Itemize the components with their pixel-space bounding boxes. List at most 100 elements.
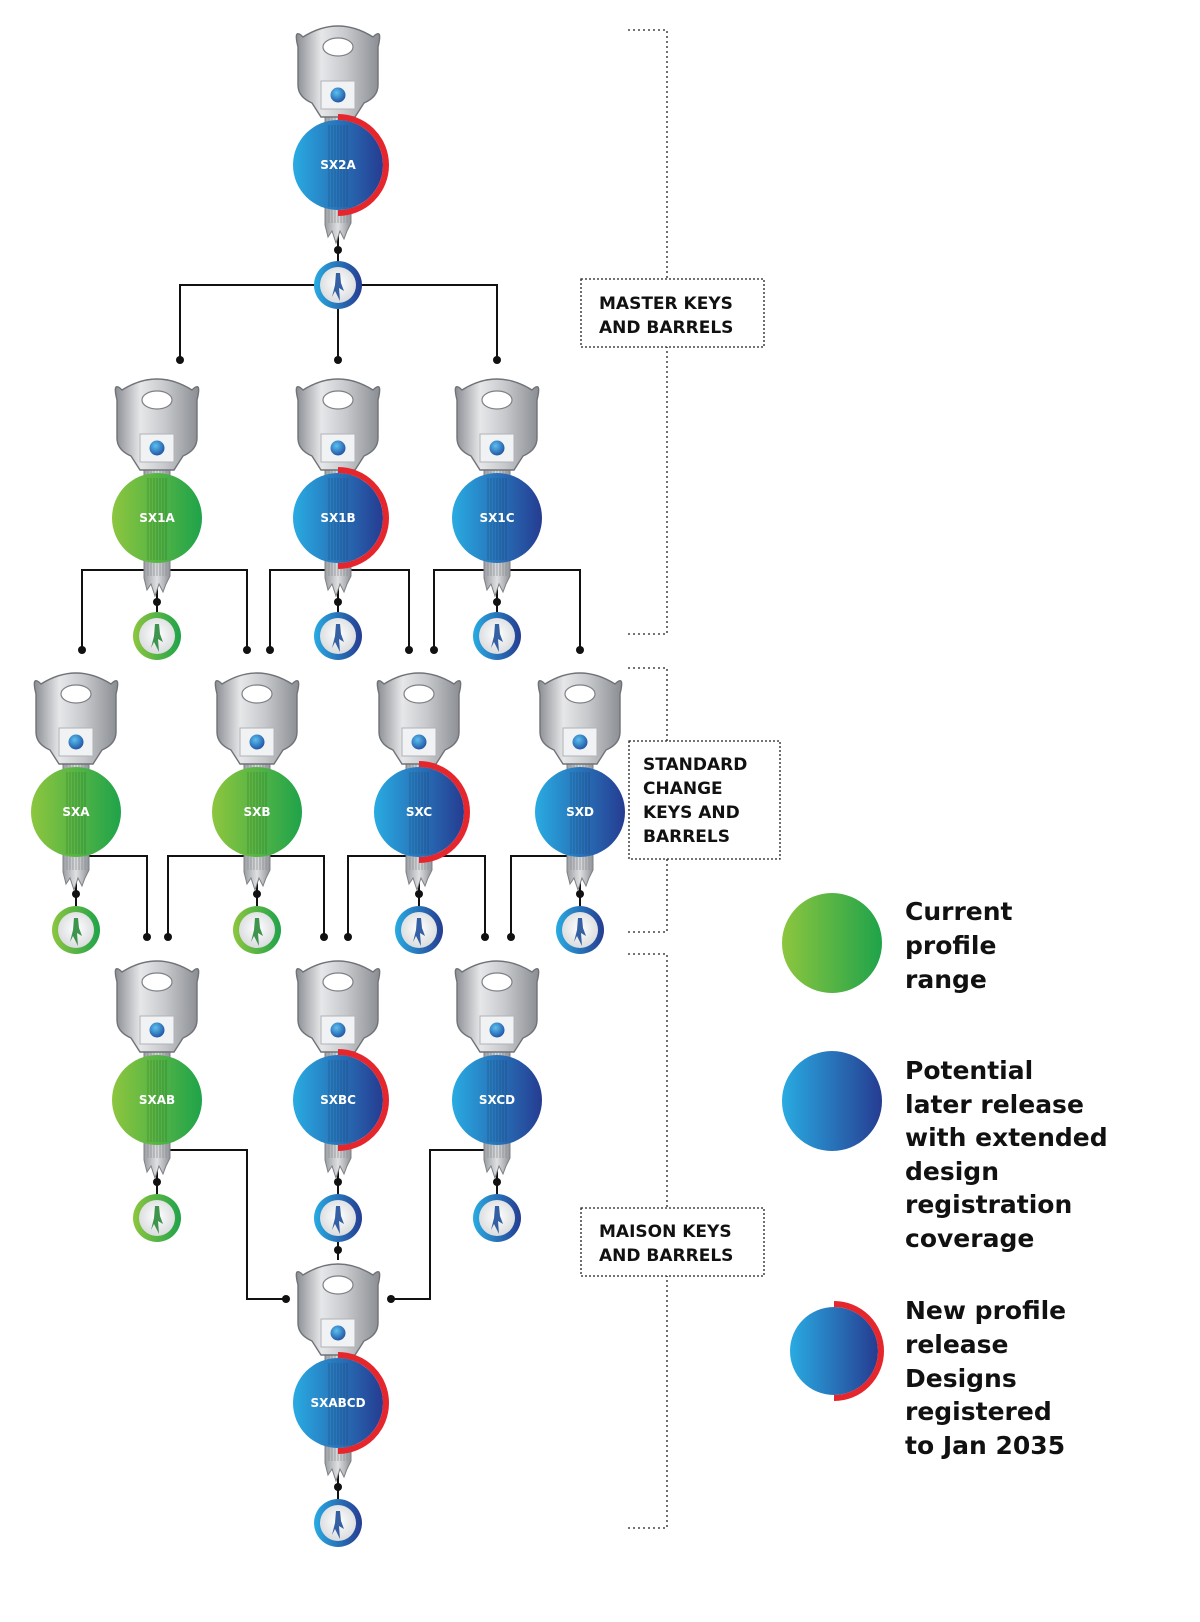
- key-hole: [141, 390, 173, 410]
- standard-label-line-4: BARRELS: [643, 827, 730, 847]
- barrel-sxc: [395, 906, 443, 954]
- key-blue-dot: [572, 734, 588, 750]
- connector-dot: [176, 356, 184, 364]
- key-disc: [293, 1055, 383, 1145]
- barrel-sx1c: [473, 612, 521, 660]
- key-sxabcd: SXABCD: [293, 1263, 389, 1483]
- barrel-sxcd: [473, 1194, 521, 1242]
- key-bow: [454, 960, 540, 1053]
- connector-line: [347, 855, 414, 937]
- key-sxbc: SXBC: [293, 960, 389, 1180]
- key-bow: [537, 672, 623, 765]
- new-profile-red-arc: [337, 467, 389, 569]
- new-profile-red-arc: [418, 761, 470, 863]
- key-sxd: SXD: [535, 672, 625, 892]
- key-sxb: SXB: [212, 672, 302, 892]
- key-sx2a: SX2A: [293, 25, 389, 245]
- key-disc: [293, 473, 383, 563]
- legend-item-potential: Potential later release with extended de…: [782, 1051, 1108, 1253]
- key-blue-dot: [330, 440, 346, 456]
- legend: Current profile range Potential later re…: [782, 893, 1108, 1460]
- keyway-icon: [332, 1511, 344, 1539]
- key-disc: [31, 767, 121, 857]
- key-bow: [114, 378, 200, 471]
- barrel-sxabcd: [314, 1499, 362, 1547]
- key-hole: [481, 390, 513, 410]
- key-hole: [403, 684, 435, 704]
- connector-dot: [143, 933, 151, 941]
- master-label-line-2: AND BARRELS: [599, 318, 733, 338]
- connector-dot: [493, 356, 501, 364]
- legend-current-line-3: range: [905, 965, 987, 994]
- key-label: SX2A: [320, 158, 356, 172]
- key-hole: [322, 972, 354, 992]
- key-bow: [376, 672, 462, 765]
- key-blue-dot: [489, 440, 505, 456]
- keyway-icon: [332, 624, 344, 652]
- connector-line: [343, 569, 410, 650]
- key-disc: [452, 473, 542, 563]
- key-hole: [481, 972, 513, 992]
- key-label: SXAB: [139, 1093, 175, 1107]
- legend-item-current: Current profile range: [782, 893, 1013, 994]
- new-profile-red-arc: [337, 1352, 389, 1454]
- connector-dot: [266, 646, 274, 654]
- barrel-sxd: [556, 906, 604, 954]
- legend-blue-swatch: [782, 1051, 882, 1151]
- key-disc: [112, 1055, 202, 1145]
- key-hole: [141, 972, 173, 992]
- connector-dot: [430, 646, 438, 654]
- key-bow: [295, 25, 381, 118]
- legend-potential-line-6: coverage: [905, 1224, 1034, 1253]
- key-disc: [452, 1055, 542, 1145]
- legend-green-swatch: [782, 893, 882, 993]
- legend-new-line-4: registered: [905, 1397, 1052, 1426]
- new-profile-red-arc: [337, 114, 389, 216]
- barrel-sxb: [233, 906, 281, 954]
- connector-dot: [576, 890, 584, 898]
- connector-dot: [253, 890, 261, 898]
- legend-new-line-5: to Jan 2035: [905, 1431, 1065, 1460]
- connector-dot: [334, 598, 342, 606]
- keyway-icon: [332, 1206, 344, 1234]
- barrel-sxbc: [314, 1194, 362, 1242]
- connector-line: [81, 855, 148, 937]
- legend-new-line-2: release: [905, 1330, 1009, 1359]
- key-label: SXD: [566, 805, 594, 819]
- connector-dot: [282, 1295, 290, 1303]
- barrel-sxa: [52, 906, 100, 954]
- maison-label-line-2: AND BARRELS: [599, 1246, 733, 1266]
- connector-dot: [507, 933, 515, 941]
- key-disc: [535, 767, 625, 857]
- connector-dot: [405, 646, 413, 654]
- legend-potential-line-5: registration: [905, 1190, 1072, 1219]
- keyway-icon: [491, 1206, 503, 1234]
- keyway-icon: [574, 918, 586, 946]
- new-profile-red-arc: [337, 1049, 389, 1151]
- key-bow: [214, 672, 300, 765]
- maison-label-line-1: MAISON KEYS: [599, 1222, 732, 1242]
- key-sx1a: SX1A: [112, 378, 202, 598]
- keyway-icon: [151, 624, 163, 652]
- connector-dot: [153, 1178, 161, 1186]
- standard-label-line-2: CHANGE: [643, 779, 723, 799]
- key-sxcd: SXCD: [452, 960, 542, 1180]
- connector-dot: [334, 1178, 342, 1186]
- connector-line: [502, 569, 581, 650]
- legend-potential-line-4: design: [905, 1157, 999, 1186]
- section-label-maison: MAISON KEYS AND BARRELS: [580, 1207, 765, 1277]
- key-bow: [295, 1263, 381, 1356]
- barrel-sx1b: [314, 612, 362, 660]
- key-disc: [293, 1358, 383, 1448]
- connector-dot: [493, 598, 501, 606]
- legend-new-line-1: New profile: [905, 1296, 1066, 1325]
- connector-dot: [78, 646, 86, 654]
- key-disc: [212, 767, 302, 857]
- connector-line: [262, 855, 325, 937]
- key-hole: [564, 684, 596, 704]
- connector-line: [162, 1149, 286, 1300]
- key-label: SXB: [243, 805, 270, 819]
- legend-current-line-1: Current: [905, 897, 1013, 926]
- connector-line: [179, 284, 315, 360]
